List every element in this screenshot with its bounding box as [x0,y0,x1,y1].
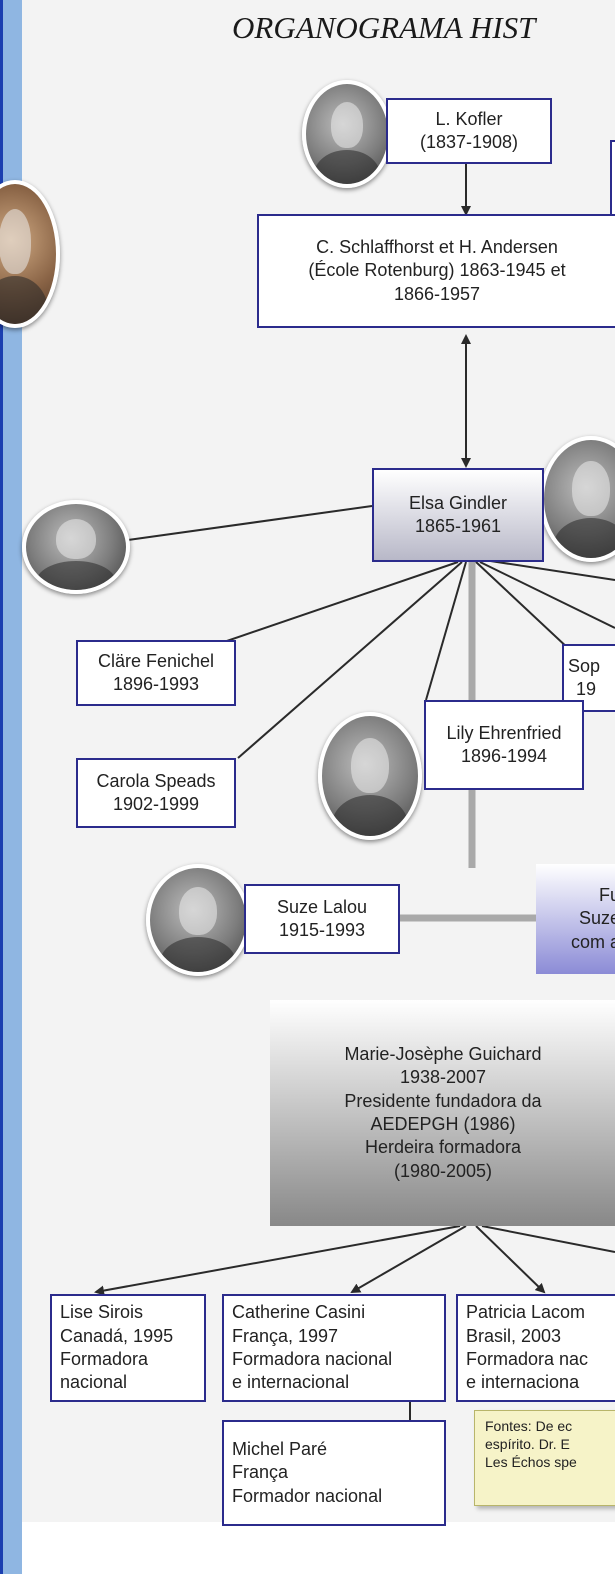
node-gindler: Elsa Gindler 1865-1961 [372,468,544,562]
node-sirois-role1: Formadora [60,1349,149,1369]
node-guichard-role4: (1980-2005) [393,1160,493,1181]
node-gindler-years: 1865-1961 [414,516,502,536]
node-lacom-role2: e internaciona [466,1372,580,1393]
node-kofler-name: L. Kofler [435,108,503,129]
sources-note-partial: Fontes: De ec espírito. Dr. E Les Échos … [474,1410,615,1506]
node-guichard-role1: Presidente fundadora da [344,1090,542,1111]
node-kofler-years: (1837-1908) [419,132,519,152]
line-gindler-photo-left [127,505,373,541]
node-lacom-role1: Formadora nac [466,1349,589,1369]
node-ehrenfried: Lily Ehrenfried 1896-1994 [424,700,584,790]
node-sirois-role2: nacional [60,1372,128,1393]
node-pare: Michel Paré França Formador nacional [222,1420,446,1526]
arrow-guichard-casini [350,1225,467,1294]
node-lacom-name: Patricia Lacom [466,1302,586,1323]
node-casini-role2: e internacional [232,1372,350,1393]
node-pare-place: França [232,1462,289,1483]
arrow-guichard-lacom [475,1225,546,1294]
photo-lalou [146,864,250,976]
node-sirois-name: Lise Sirois [60,1302,144,1323]
node-sophie-name: Sop [568,655,601,676]
node-speads-name: Carola Speads [96,770,216,791]
bottom-margin [22,1522,615,1574]
node-lalou-name: Suze Lalou [276,896,368,917]
diagram-title: ORGANOGRAMA HIST [232,10,536,45]
line-guichard-right [481,1225,615,1253]
node-fundacao-line2: Suze [578,908,615,929]
node-gindler-name: Elsa Gindler [408,492,508,513]
node-fenichel: Cläre Fenichel 1896-1993 [76,640,236,706]
node-guichard: Marie-Josèphe Guichard 1938-2007 Preside… [270,1000,615,1226]
node-fenichel-name: Cläre Fenichel [97,650,215,671]
sources-note-line1: Fontes: De ec [485,1418,573,1434]
node-schlaffhorst: C. Schlaffhorst et H. Andersen (École Ro… [257,214,615,328]
node-fundacao-partial: Fu Suze com a [536,864,615,974]
sources-note-line3: Les Échos spe [485,1454,577,1471]
node-fundacao-line1: Fu [598,884,615,905]
node-schlaffhorst-line1: C. Schlaffhorst et H. Andersen [316,236,558,257]
node-schlaffhorst-line2: (École Rotenburg) 1863-1945 et [308,260,566,281]
line-gindler-sophie-2 [479,561,615,629]
node-guichard-role3: Herdeira formadora [364,1137,522,1158]
photo-kofler [302,80,392,188]
sources-note-line2: espírito. Dr. E [485,1436,570,1453]
line-gindler-sophie-3 [483,559,615,581]
arrow-guichard-sirois [94,1225,461,1296]
node-fenichel-years: 1896-1993 [112,674,200,694]
node-guichard-years: 1938-2007 [399,1067,487,1088]
node-lacom-place: Brasil, 2003 [466,1325,562,1346]
node-fundacao-line3: com a [570,931,615,952]
node-pare-role: Formador nacional [232,1485,383,1506]
node-kofler: L. Kofler (1837-1908) [386,98,552,164]
node-speads-years: 1902-1999 [112,794,200,814]
node-casini-name: Catherine Casini [232,1302,366,1323]
line-gindler-speads [237,561,463,759]
node-ehrenfried-years: 1896-1994 [460,746,548,766]
node-casini-role1: Formadora nacional [232,1349,393,1369]
node-sirois-place: Canadá, 1995 [60,1325,174,1346]
node-schlaffhorst-line3: 1866-1957 [393,283,481,304]
photo-ehrenfried [318,712,422,840]
node-lalou-years: 1915-1993 [278,920,366,940]
line-gindler-fenichel [217,561,459,645]
photo-gindler [540,436,615,562]
node-casini: Catherine Casini França, 1997 Formadora … [222,1294,446,1402]
left-border-strip-light [3,0,22,1574]
node-sirois: Lise Sirois Canadá, 1995 Formadora nacio… [50,1294,206,1402]
node-sophie-years: 19 [576,679,597,699]
node-pare-name: Michel Paré [232,1438,328,1459]
photo-left-seated [22,500,130,594]
node-casini-place: França, 1997 [232,1325,339,1346]
node-lalou: Suze Lalou 1915-1993 [244,884,400,954]
node-lacom-partial: Patricia Lacom Brasil, 2003 Formadora na… [456,1294,615,1402]
line-gindler-sophie-1 [475,561,571,651]
node-guichard-name: Marie-Josèphe Guichard [344,1043,542,1064]
node-speads: Carola Speads 1902-1999 [76,758,236,828]
node-guichard-role2: AEDEPGH (1986) [370,1114,516,1134]
line-gindler-ehrenfried [425,561,467,701]
node-ehrenfried-name: Lily Ehrenfried [446,722,562,743]
